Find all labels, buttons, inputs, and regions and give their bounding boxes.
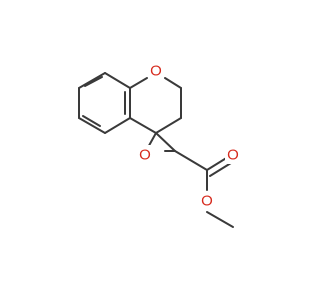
bond-benzene-inner-3 xyxy=(84,76,103,87)
bond-benzene-3 xyxy=(78,117,106,134)
bond-benzene-inner-2 xyxy=(82,115,101,127)
carbonyl-oxygen-label: O xyxy=(225,144,241,164)
bond-carbonyl-double-2 xyxy=(209,162,232,177)
structure-canvas: O O O O xyxy=(78,60,241,228)
bond-benzene-6 xyxy=(104,72,131,89)
bond-benzene-5 xyxy=(78,72,106,89)
ring-oxygen-label: O xyxy=(148,60,164,80)
bond-ch2-to-spiro xyxy=(155,117,182,134)
bond-epoxide-carbon-to-carbonyl xyxy=(174,150,208,171)
pyran-ring xyxy=(129,77,182,134)
bond-ester-oxygen-to-methyl xyxy=(206,211,234,228)
epoxide-oxygen-atom: O xyxy=(139,147,151,164)
epoxide-oxygen-label: O xyxy=(135,145,155,165)
bond-aryl-to-ring-oxygen xyxy=(129,77,148,89)
ring-oxygen-atom: O xyxy=(150,63,162,80)
bond-spiro-to-aryl xyxy=(129,117,157,134)
bond-ring-oxygen-to-ch2 xyxy=(164,77,182,89)
bond-spiro-to-epoxide-carbon xyxy=(155,132,176,152)
bond-carbonyl-double-1 xyxy=(206,156,229,171)
ester-oxygen-atom: O xyxy=(201,193,213,210)
ester-oxygen-label: O xyxy=(199,191,215,211)
carbonyl-oxygen-atom: O xyxy=(227,147,239,164)
ester-group xyxy=(174,150,234,228)
benzene-ring xyxy=(78,72,131,134)
molecule-drawing: O O O O xyxy=(78,60,241,228)
bond-benzene-2 xyxy=(104,117,131,134)
